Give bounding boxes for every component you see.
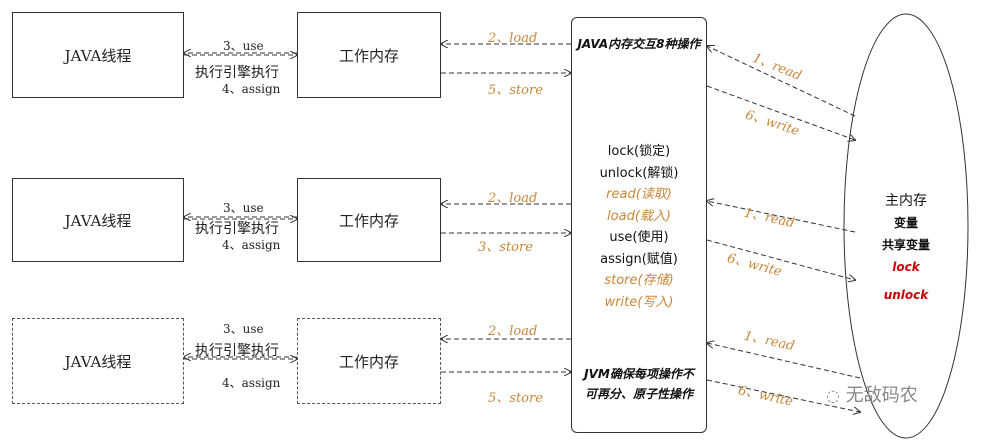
java-thread-label: JAVA线程 bbox=[64, 46, 132, 65]
store-label-2: 3、store bbox=[478, 240, 533, 255]
main-memory-ellipse bbox=[843, 13, 969, 439]
work-memory-label: 工作内存 bbox=[338, 352, 399, 371]
use-label-2: 3、use bbox=[223, 201, 264, 215]
op-assign: assign(赋值) bbox=[600, 251, 678, 267]
assign-label-3: 4、assign bbox=[222, 376, 281, 390]
main-memory-lock: lock bbox=[892, 260, 920, 274]
store-label-3: 5、store bbox=[488, 391, 543, 406]
use-label-3: 3、use bbox=[223, 322, 264, 336]
op-use: use(使用) bbox=[609, 230, 669, 245]
main-memory-variable: 变量 bbox=[893, 216, 918, 230]
op-load: load(载入) bbox=[607, 208, 671, 224]
engine-label-1: 执行引擎执行 bbox=[195, 65, 279, 81]
ops-header-bottom: JVM确保每项操作不可再分、原子性操作 bbox=[584, 367, 694, 401]
assign-label-2: 4、assign bbox=[222, 238, 281, 252]
java-thread-box-1: JAVA线程 bbox=[12, 12, 184, 98]
op-unlock: unlock(解锁) bbox=[599, 165, 679, 181]
main-memory-text: 主内存 变量 共享变量 lock unlock bbox=[856, 190, 956, 306]
load-label-3: 2、load bbox=[488, 324, 538, 339]
java-thread-box-3: JAVA线程 bbox=[12, 318, 184, 404]
wechat-icon: ◌ bbox=[826, 386, 840, 405]
java-thread-label: JAVA线程 bbox=[64, 352, 132, 371]
engine-label-3: 执行引擎执行 bbox=[195, 343, 279, 359]
read-arrow-2 bbox=[707, 201, 856, 233]
write-arrow-2 bbox=[706, 239, 855, 280]
main-memory-title: 主内存 bbox=[885, 193, 927, 209]
watermark-text: 无敌码农 bbox=[845, 385, 918, 406]
op-lock: lock(锁定) bbox=[607, 144, 671, 159]
work-memory-box-2: 工作内存 bbox=[297, 178, 441, 262]
write-arrow-3 bbox=[706, 379, 860, 412]
work-memory-label: 工作内存 bbox=[338, 46, 399, 65]
read-arrow-3 bbox=[707, 343, 861, 379]
load-label-1: 2、load bbox=[488, 31, 538, 46]
work-memory-box-1: 工作内存 bbox=[297, 12, 441, 98]
op-write: write(写入) bbox=[604, 294, 674, 310]
work-memory-label: 工作内存 bbox=[338, 211, 399, 230]
assign-label-1: 4、assign bbox=[222, 82, 281, 96]
main-memory-unlock: unlock bbox=[883, 288, 929, 302]
work-memory-box-3: 工作内存 bbox=[297, 318, 441, 404]
java-thread-box-2: JAVA线程 bbox=[12, 178, 184, 262]
use-label-1: 3、use bbox=[223, 39, 264, 53]
op-store: store(存储) bbox=[604, 273, 674, 288]
store-label-1: 5、store bbox=[488, 83, 543, 98]
load-label-2: 2、load bbox=[488, 191, 538, 206]
main-memory-shared-variable: 共享变量 bbox=[881, 238, 930, 252]
ops-list: lock(锁定) unlock(解锁) read(读取) load(载入) us… bbox=[572, 141, 706, 313]
engine-label-2: 执行引擎执行 bbox=[195, 221, 279, 237]
write-arrow-1 bbox=[706, 85, 855, 140]
memory-ops-box: JAVA内存交互8种操作 lock(锁定) unlock(解锁) read(读取… bbox=[571, 17, 707, 433]
op-read: read(读取) bbox=[606, 187, 672, 202]
java-thread-label: JAVA线程 bbox=[64, 211, 132, 230]
watermark: ◌ 无敌码农 bbox=[826, 381, 918, 407]
read-arrow-1 bbox=[707, 46, 856, 117]
ops-header-top: JAVA内存交互8种操作 bbox=[577, 37, 701, 51]
